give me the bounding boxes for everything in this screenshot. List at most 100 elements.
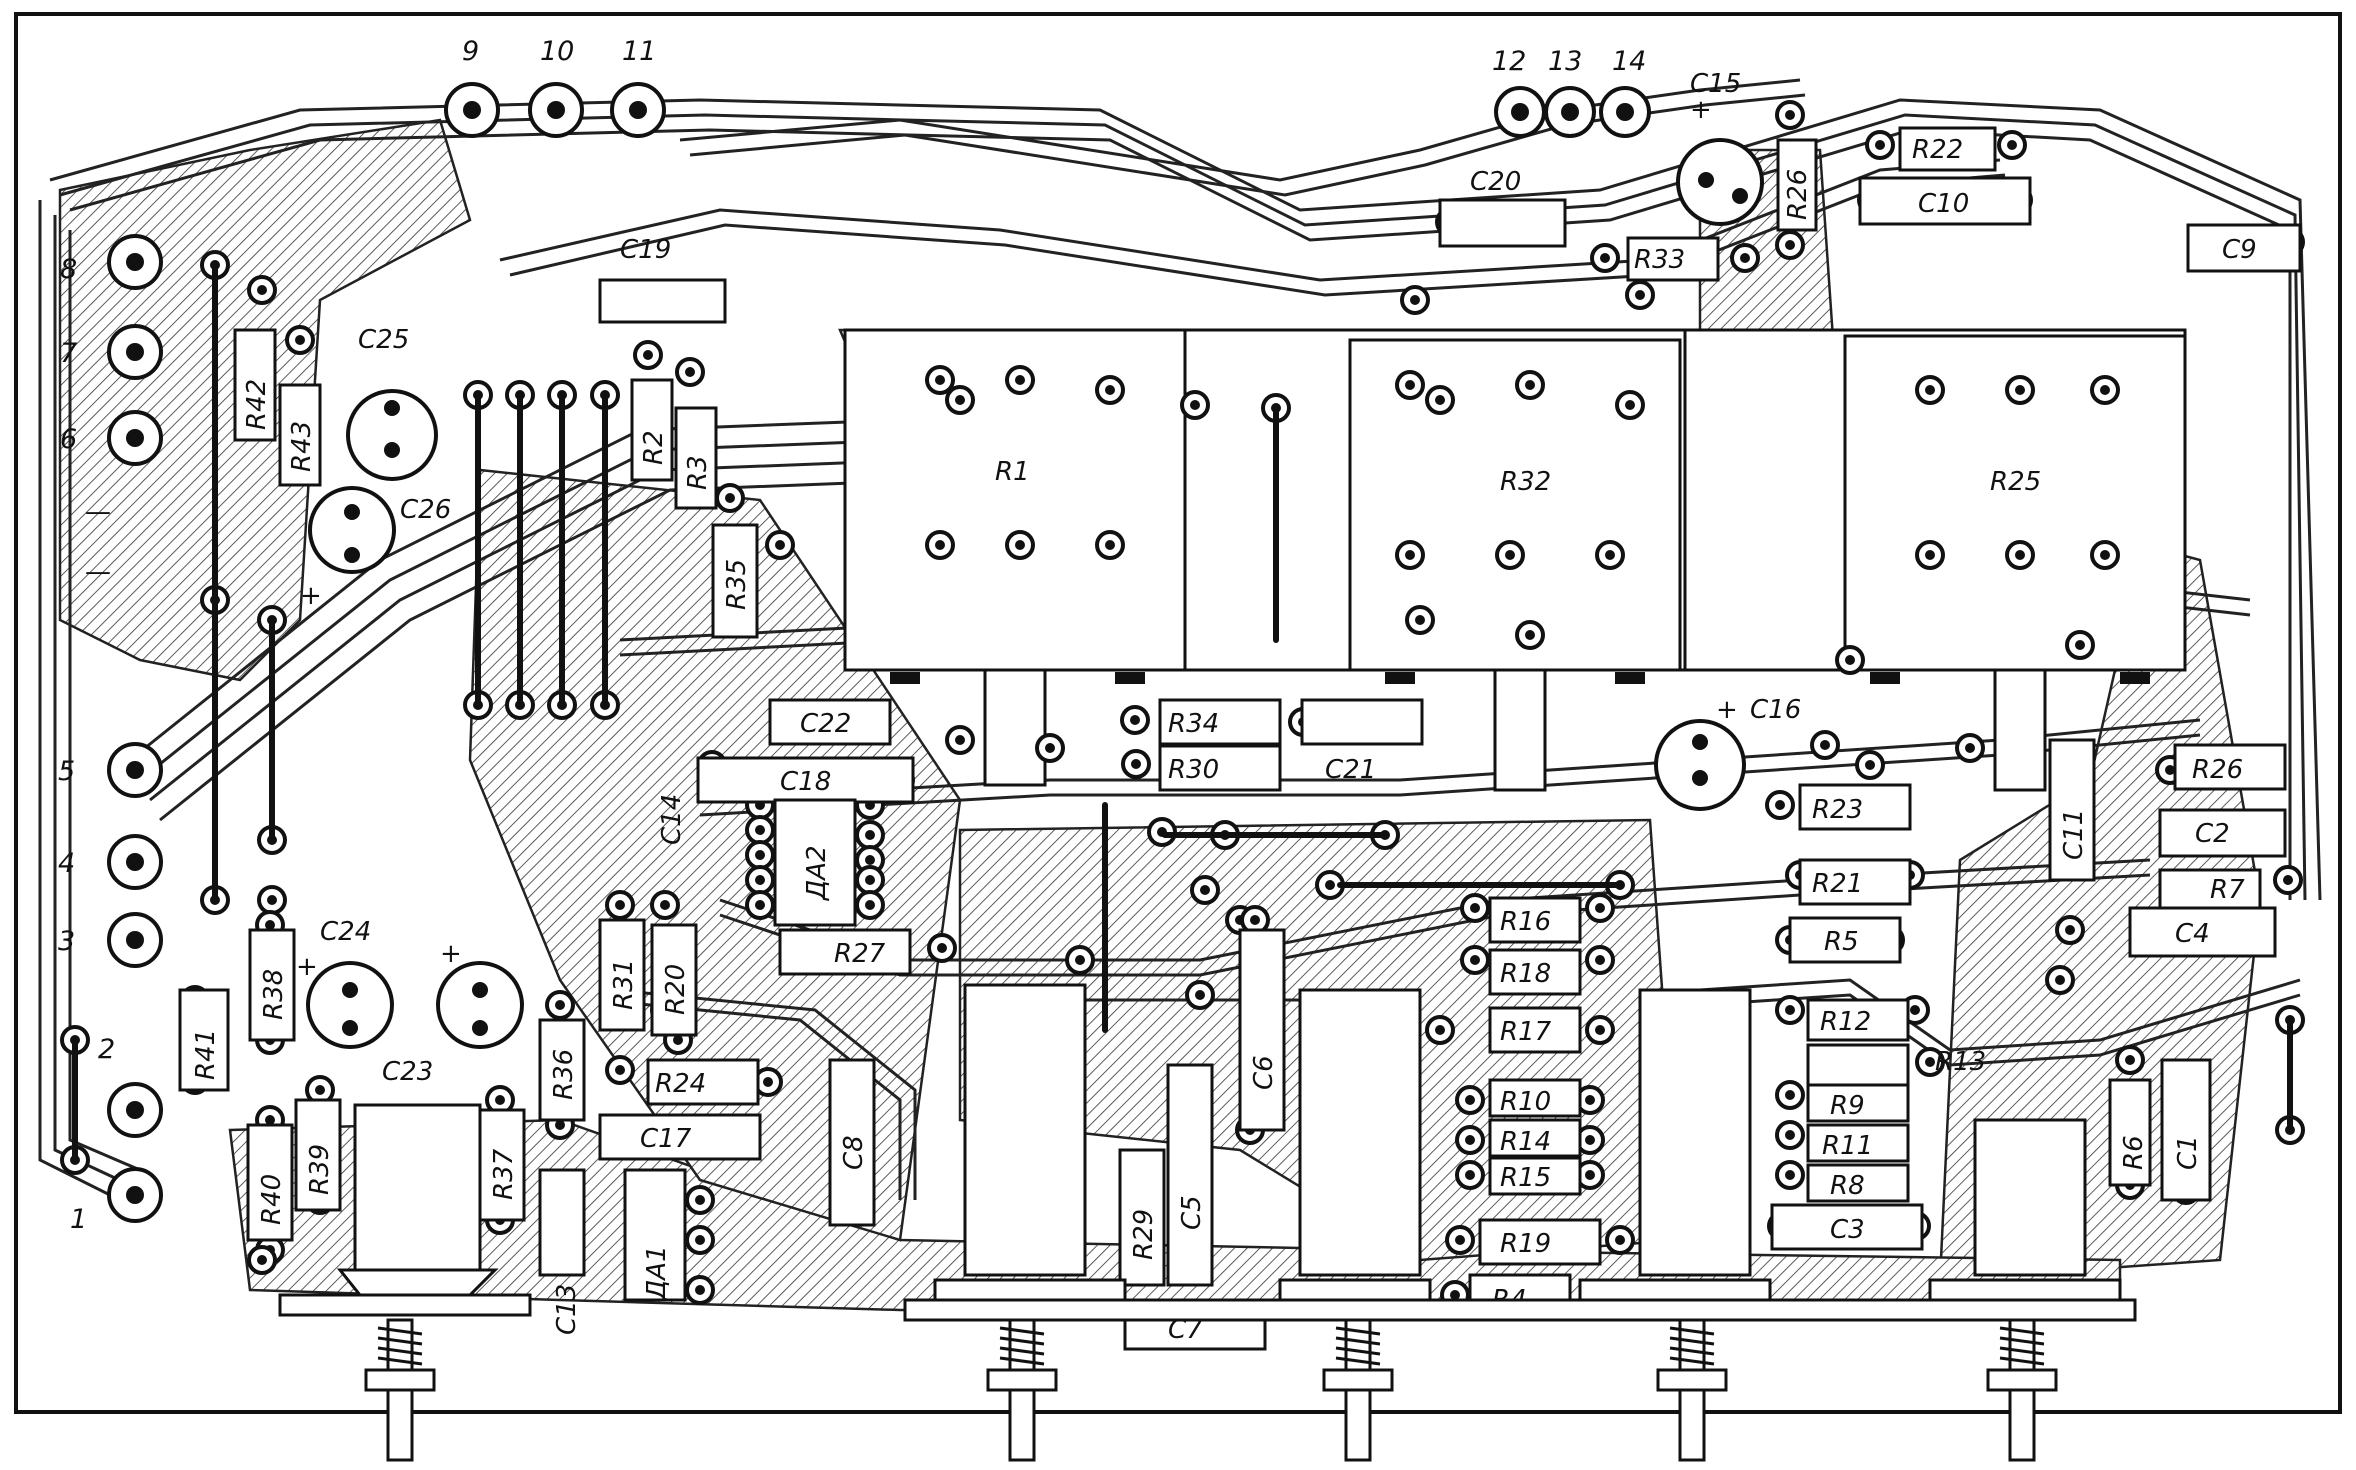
capacitor-c24: C24 + (296, 917, 394, 1049)
label-c13: C13 (552, 1284, 582, 1335)
capacitor-c23: C23 + (382, 939, 524, 1087)
capacitor-c16: C16 + (1654, 695, 1801, 811)
label-r22: R22 (1912, 135, 1963, 165)
label-r35: R35 (722, 559, 752, 610)
label-c5: C5 (1177, 1195, 1207, 1230)
terminal-label-1: 1 (70, 1204, 87, 1235)
jumper-wires (72, 262, 2293, 1163)
label-c8: C8 (839, 1135, 869, 1170)
label-r9: R9 (1830, 1091, 1865, 1121)
label-c22: C22 (800, 709, 851, 739)
label-r14: R14 (1500, 1127, 1551, 1157)
switch-block-2 (1278, 988, 1432, 1312)
terminal-label-9: 9 (462, 36, 479, 67)
terminal-block-top-right (1494, 86, 1651, 138)
label-c9: C9 (2222, 235, 2257, 265)
terminal-label-2: 2 (98, 1034, 115, 1065)
label-r31: R31 (609, 959, 639, 1010)
minus-mark-2: — (85, 557, 111, 587)
terminal-block-left (107, 234, 163, 1223)
terminal-block-top (444, 82, 666, 138)
label-r33: R33 (1634, 245, 1685, 275)
label-r1: R1 (995, 457, 1030, 487)
label-c10: C10 (1918, 189, 1969, 219)
terminal-label-5: 5 (58, 756, 75, 787)
minus-marks: — — (85, 497, 111, 587)
potentiometer-r32: R32 (1183, 328, 1687, 672)
label-r13: R13 (1935, 1047, 1986, 1077)
terminal-label-3: 3 (58, 926, 75, 957)
label-r10: R10 (1500, 1087, 1551, 1117)
terminal-label-11: 11 (622, 36, 656, 67)
label-r36: R36 (549, 1049, 579, 1100)
label-r20: R20 (661, 964, 691, 1015)
terminal-label-12: 12 (1492, 46, 1526, 77)
label-r7: R7 (2210, 875, 2245, 905)
label-c16: C16 (1750, 695, 1801, 725)
terminal-label-8: 8 (60, 254, 77, 285)
label-r18: R18 (1500, 959, 1551, 989)
label-r25: R25 (1990, 467, 2041, 497)
trace-bundle-left (38, 200, 931, 1202)
plus-c15: + (1690, 95, 1712, 125)
label-r2: R2 (639, 430, 669, 465)
label-r26: R26 (2192, 755, 2243, 785)
label-c18: C18 (780, 767, 831, 797)
label-r19: R19 (1500, 1229, 1551, 1259)
label-r42: R42 (242, 379, 272, 430)
capacitor-c25: C25 (346, 325, 438, 481)
label-r21: R21 (1812, 869, 1863, 899)
plus-c24: + (296, 952, 318, 982)
terminal-label-13: 13 (1548, 46, 1582, 77)
label-c11: C11 (2059, 809, 2089, 860)
label-da2: ДА2 (802, 845, 832, 901)
label-c20: C20 (1470, 167, 1521, 197)
label-c17: C17 (640, 1124, 692, 1154)
label-r39: R39 (305, 1144, 335, 1195)
terminal-label-6: 6 (60, 424, 77, 455)
label-c2: C2 (2195, 819, 2230, 849)
label-r23: R23 (1812, 795, 1863, 825)
terminal-label-10: 10 (540, 36, 574, 67)
capacitor-c15: C15 + (1676, 69, 1764, 226)
terminal-label-7: 7 (60, 338, 77, 369)
switch-block-3 (1578, 988, 1772, 1312)
pot-legs (890, 668, 2150, 792)
label-r6: R6 (2119, 1135, 2149, 1170)
label-r24: R24 (655, 1069, 706, 1099)
label-r17: R17 (1500, 1017, 1552, 1047)
label-r15: R15 (1500, 1163, 1551, 1193)
label-r30: R30 (1168, 755, 1219, 785)
label-c25: C25 (358, 325, 409, 355)
label-c26: C26 (400, 495, 451, 525)
bottom-rail (903, 1298, 2137, 1322)
label-r38: R38 (259, 969, 289, 1020)
label-c4: C4 (2175, 919, 2210, 949)
label-c1: C1 (2173, 1135, 2203, 1170)
label-c6: C6 (1249, 1055, 1279, 1090)
label-r43: R43 (287, 421, 317, 472)
label-r40: R40 (257, 1174, 287, 1225)
label-c3: C3 (1830, 1215, 1865, 1245)
label-r12: R12 (1820, 1007, 1871, 1037)
label-r32: R32 (1500, 467, 1551, 497)
plus-c26: + (300, 581, 322, 611)
terminal-label-4: 4 (58, 848, 75, 879)
label-r5: R5 (1824, 927, 1859, 957)
capacitor-c26: C26 + (300, 486, 451, 611)
plus-c23: + (440, 939, 462, 969)
switch-shafts (364, 1318, 2058, 1462)
label-r27: R27 (834, 939, 886, 969)
switch-block-left (278, 1103, 532, 1317)
label-c23: C23 (382, 1057, 433, 1087)
label-c19: C19 (620, 235, 671, 265)
plus-c16: + (1716, 695, 1738, 725)
label-r26-top: R26 (1783, 169, 1813, 220)
label-r11: R11 (1822, 1131, 1873, 1161)
label-c21: C21 (1325, 755, 1376, 785)
label-r37: R37 (489, 1148, 519, 1200)
label-c14: C14 (657, 794, 687, 845)
label-r3: R3 (683, 455, 713, 490)
label-c24: C24 (320, 917, 371, 947)
